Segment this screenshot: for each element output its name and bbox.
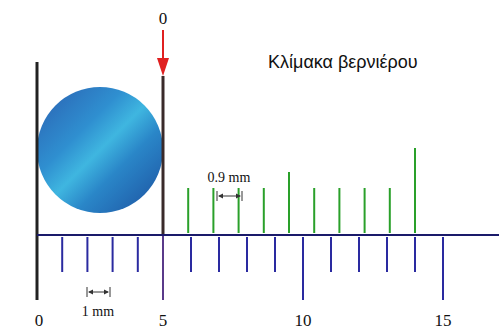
main-tick	[274, 237, 276, 272]
vernier-jaw	[162, 76, 165, 235]
pointer-arrow	[162, 30, 164, 60]
main-tick	[190, 237, 192, 272]
main-tick	[137, 237, 139, 272]
vernier-tick	[187, 188, 189, 233]
main-tick	[358, 237, 360, 272]
main-tick	[218, 237, 220, 272]
vernier-tick	[212, 188, 214, 233]
main-tick	[86, 237, 88, 272]
fixed-jaw	[36, 62, 39, 300]
bracket-arrowheads	[88, 194, 241, 295]
vernier-tick	[364, 188, 366, 233]
dimension-label: 1 mm	[82, 305, 114, 319]
main-tick	[386, 237, 388, 272]
main-tick	[330, 237, 332, 272]
scale-number: 0	[35, 312, 44, 329]
scale-number: 5	[159, 312, 168, 329]
main-tick	[414, 237, 416, 272]
main-tick	[61, 237, 63, 272]
scale-baseline	[37, 234, 499, 236]
vernier-tick	[338, 188, 340, 233]
ball	[37, 87, 163, 213]
vernier-tick	[288, 172, 290, 233]
vernier-scale-ticks	[188, 148, 415, 233]
scale-number: 10	[295, 312, 312, 329]
dimension-label: 0.9 mm	[208, 171, 251, 185]
vernier-tick	[389, 188, 391, 233]
scale-title: Κλίμακα βερνιέρου	[268, 53, 418, 71]
main-tick	[246, 237, 248, 272]
main-scale-ticks	[62, 237, 443, 300]
pitch-bracket	[87, 191, 242, 297]
scale-number: 15	[435, 312, 452, 329]
main-tick	[112, 237, 114, 272]
vernier-tick	[414, 148, 416, 233]
vernier-zero-label: 0	[159, 10, 168, 27]
vernier-tick	[263, 188, 265, 233]
pointer-arrowhead	[157, 58, 169, 76]
vernier-tick	[313, 188, 315, 233]
main-tick	[302, 237, 304, 300]
main-tick	[442, 237, 444, 300]
vernier-zero-tick	[162, 235, 164, 300]
